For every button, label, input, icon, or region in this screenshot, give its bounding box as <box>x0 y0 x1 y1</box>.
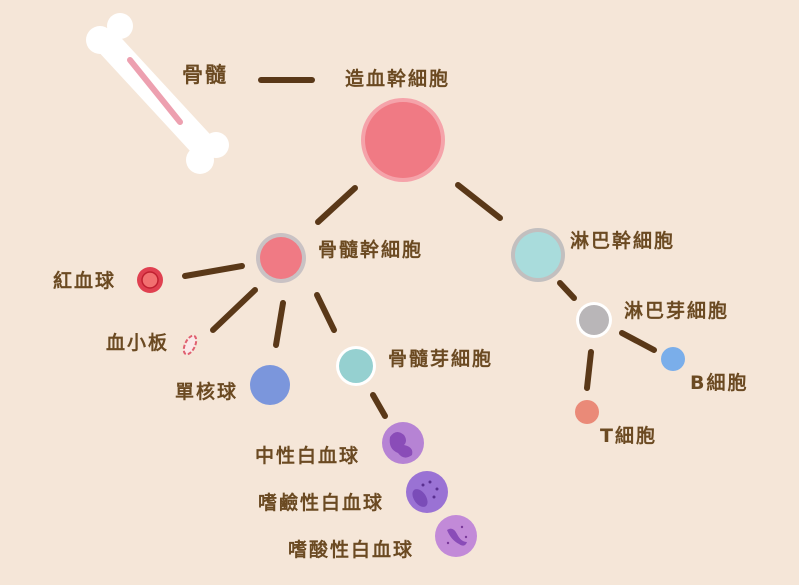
line-myeloid-monocyte <box>273 300 286 348</box>
line-myeloid-myeloblast <box>314 292 337 333</box>
label-monocyte: 單核球 <box>175 381 239 403</box>
line-hsc-myeloid <box>315 185 358 225</box>
label-eosinophil: 嗜酸性白血球 <box>288 539 415 561</box>
label-platelet: 血小板 <box>106 332 170 354</box>
lymphoid-stem-cell <box>511 228 565 282</box>
label-t-cell: T細胞 <box>600 425 657 447</box>
line-myeloid-rbc <box>182 263 245 279</box>
eosinophil-cell <box>435 515 477 557</box>
connector-lines <box>182 77 657 419</box>
label-b-cell: B細胞 <box>690 372 749 394</box>
label-basophil: 嗜鹼性白血球 <box>258 492 385 514</box>
b-cell <box>661 347 685 371</box>
line-lymphoblast-bcell <box>619 330 657 353</box>
myeloblast-cell <box>336 346 376 386</box>
myeloid-stem-cell <box>256 233 306 283</box>
line-myeloid-platelet <box>210 287 258 333</box>
label-hematopoietic-stem-cell: 造血幹細胞 <box>345 68 451 90</box>
basophil-cell <box>406 471 448 513</box>
label-lymphoid-stem-cell: 淋巴幹細胞 <box>570 230 676 252</box>
label-myeloblast: 骨髓芽細胞 <box>388 348 494 370</box>
t-cell <box>575 400 599 424</box>
label-lymphoblast: 淋巴芽細胞 <box>624 300 730 322</box>
neutrophil-cell <box>382 422 424 464</box>
line-myeloblast-granulocytes <box>370 392 388 419</box>
bone-icon <box>86 13 229 174</box>
red-blood-cell <box>137 267 163 293</box>
line-hsc-lymphoid <box>455 182 503 221</box>
hsc-cell <box>361 98 445 182</box>
line-lymphoblast-tcell <box>584 349 594 391</box>
label-neutrophil: 中性白血球 <box>255 445 361 467</box>
label-red-blood-cell: 紅血球 <box>53 270 117 292</box>
label-bone-marrow: 骨髓 <box>182 63 228 87</box>
lymphoblast-cell <box>576 302 612 338</box>
line-lymphoid-lymphoblast <box>557 280 577 301</box>
monocyte-cell <box>250 365 290 405</box>
label-myeloid-stem-cell: 骨髓幹細胞 <box>318 239 424 261</box>
platelet <box>182 334 198 356</box>
